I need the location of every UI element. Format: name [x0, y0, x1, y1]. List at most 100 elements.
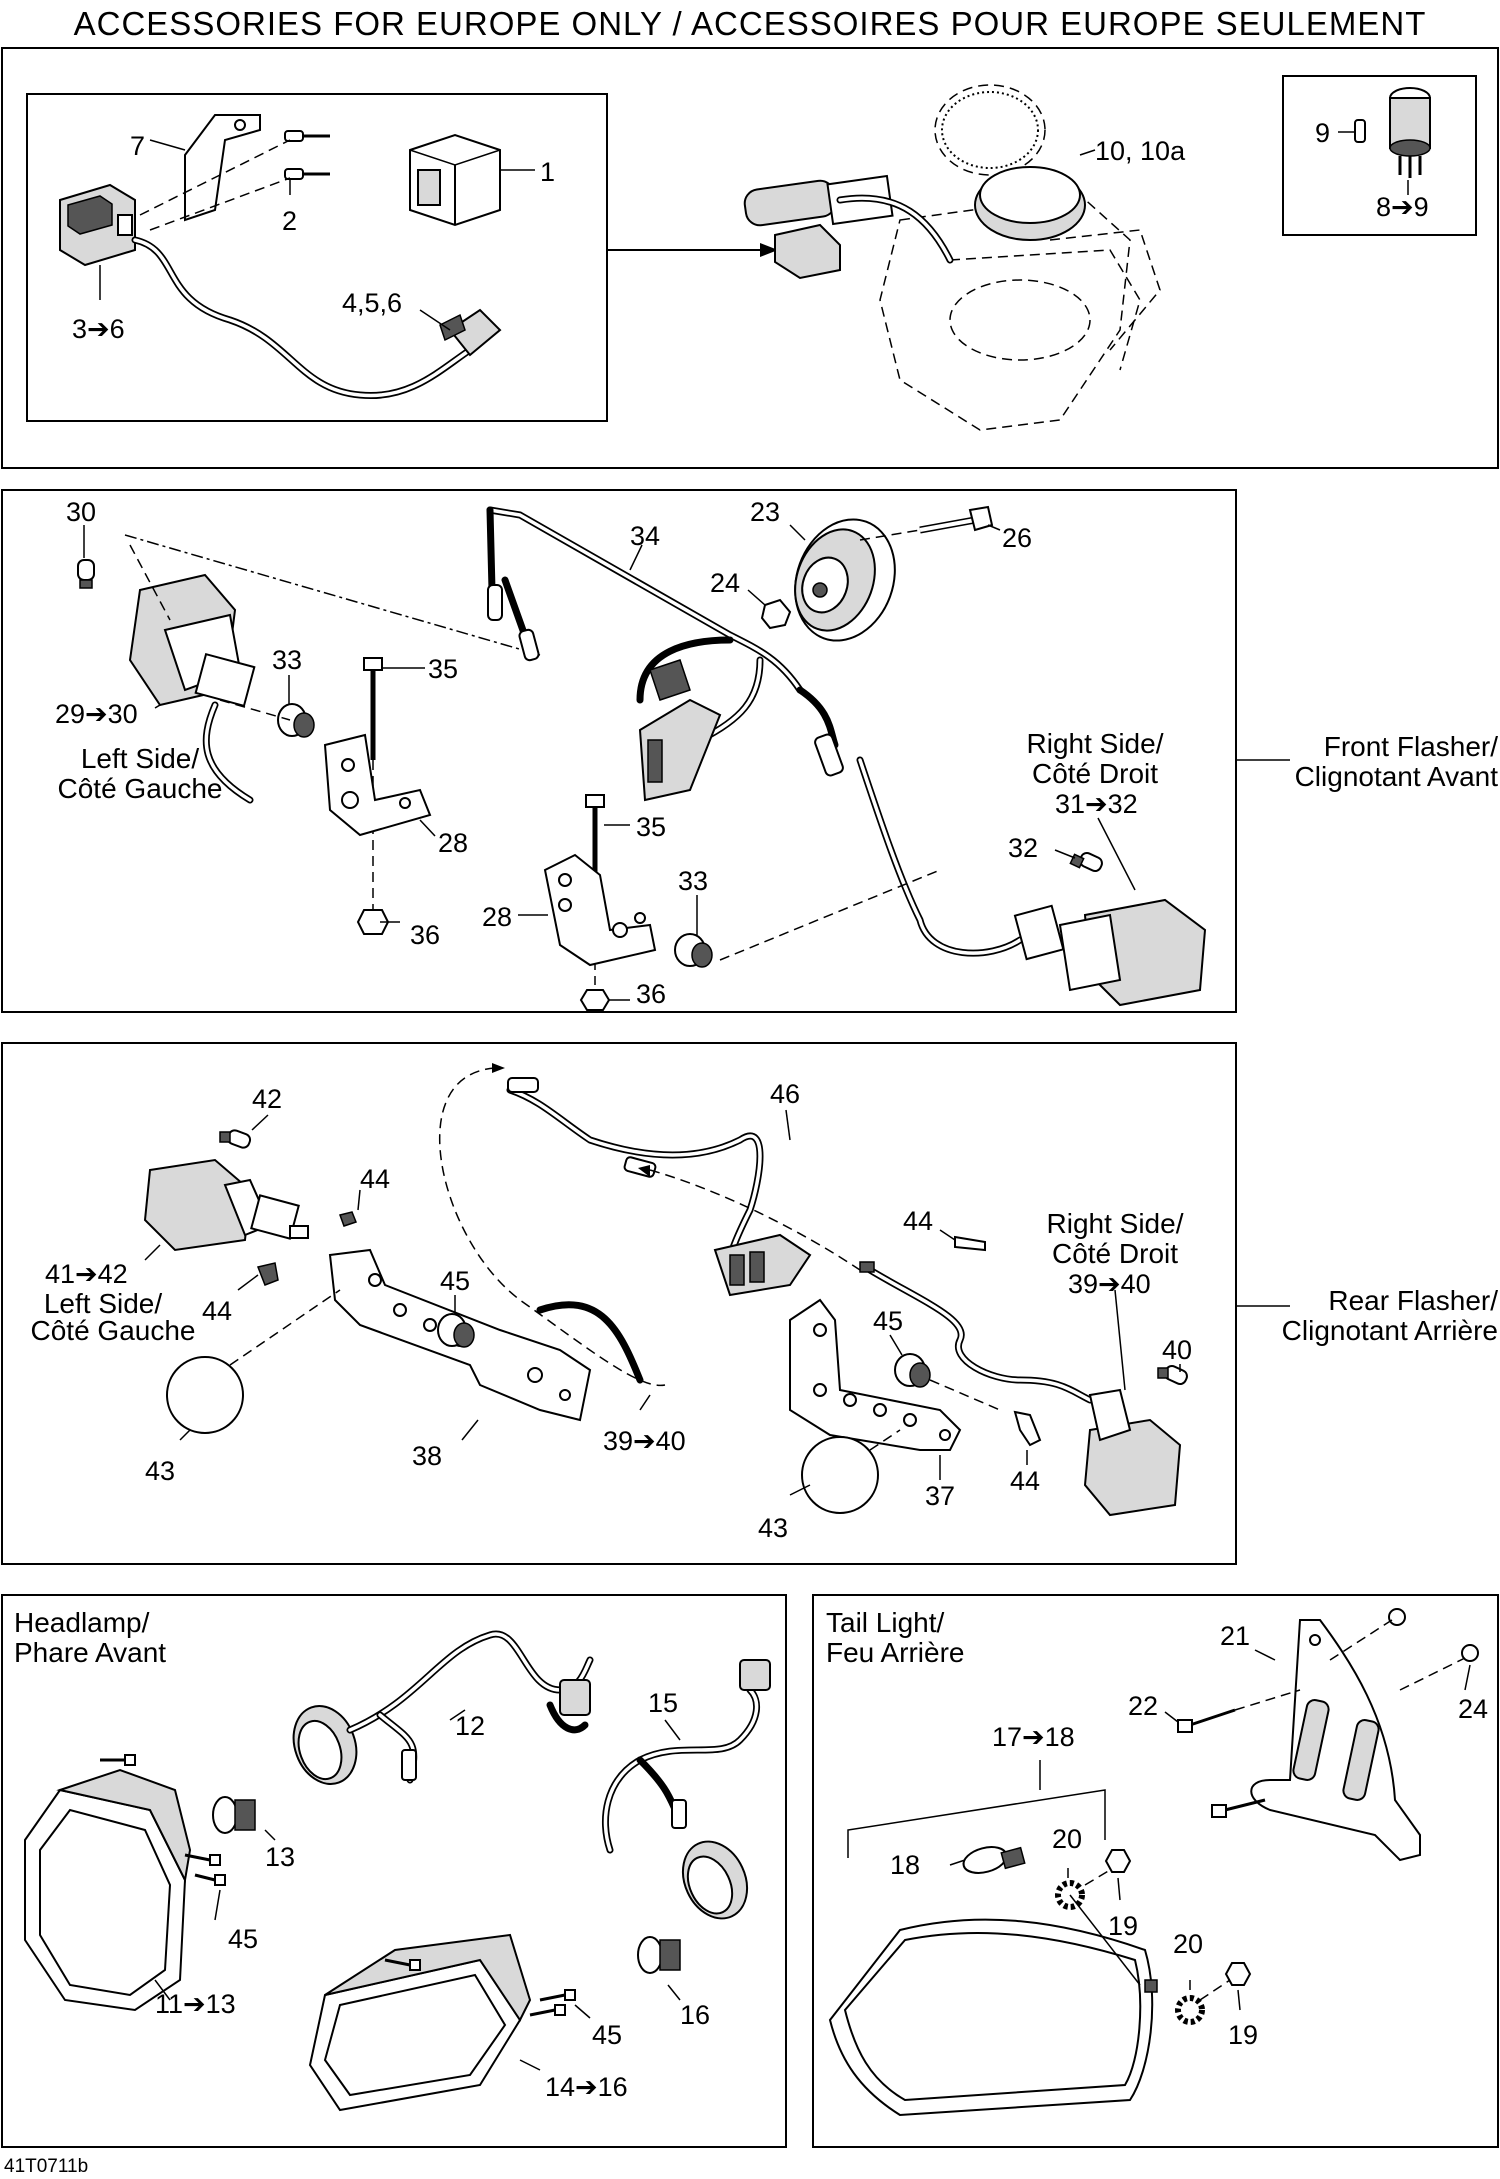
rear-left-lens-cover [166, 1289, 341, 1434]
nut-24 [760, 598, 792, 630]
switch-bracket [184, 114, 261, 222]
label-part-42: 42 [252, 1084, 282, 1114]
bulb-40 [1157, 1364, 1188, 1386]
label-part-38: 38 [412, 1441, 442, 1471]
headlamp-housing-left [24, 1768, 192, 2012]
handlebar-switch [59, 183, 136, 267]
headlamp-socket-right [681, 1840, 749, 1920]
caption-rear-flasher-en: Rear Flasher/ [1328, 1285, 1498, 1316]
license-plate-bracket-21 [1250, 1619, 1421, 1862]
label-part-18: 18 [890, 1850, 920, 1880]
bolt-26 [859, 505, 994, 541]
label-part-45-right: 45 [592, 2020, 622, 2050]
horn [974, 166, 1086, 241]
label-part-35-left: 35 [428, 654, 458, 684]
rear-left-side-en: Left Side/ [44, 1288, 163, 1319]
tail-light-bulb-18 [962, 1846, 1026, 1874]
front-connector [638, 659, 722, 802]
caption-headlamp-en: Headlamp/ [14, 1607, 150, 1638]
handlebar-assembly [743, 84, 1161, 431]
label-part-37: 37 [925, 1481, 955, 1511]
front-left-flasher [128, 573, 256, 804]
label-part-19-top: 19 [1108, 1911, 1138, 1941]
headlamp-harness-15 [601, 1659, 771, 1854]
panel-top: 1 2 7 3➔6 4,5,6 10, 10a 9 8➔9 [1, 47, 1499, 469]
rear-left-clip-44 [256, 1262, 279, 1286]
label-part-13: 13 [265, 1842, 295, 1872]
front-right-side-fr: Côté Droit [1032, 758, 1158, 789]
relay-unit [409, 133, 501, 227]
grommet-left [277, 703, 315, 738]
tail-light-housing [828, 1918, 1158, 2117]
rear-left-flasher [143, 1158, 309, 1252]
rear-right-clip-44-top [954, 1235, 986, 1252]
label-part-16: 16 [680, 2000, 710, 2030]
label-part-36-left: 36 [410, 920, 440, 950]
headlamp-bulb-13 [212, 1796, 256, 1834]
label-part-41-42: 41➔42 [45, 1259, 128, 1289]
label-part-46: 46 [770, 1079, 800, 1109]
label-part-35-right: 35 [636, 812, 666, 842]
bulb-30 [77, 559, 95, 589]
rear-right-grommet [894, 1353, 1001, 1411]
front-right-flasher [1013, 898, 1207, 1007]
front-wire-harness [486, 506, 1024, 957]
panel-rear-flasher: Rear Flasher/ Clignotant Arrière [1, 1042, 1498, 1565]
label-part-36-right: 36 [636, 979, 666, 1009]
panel-top-frame [1, 47, 1499, 469]
label-part-31-32: 31➔32 [1055, 789, 1138, 819]
caption-headlamp-fr: Phare Avant [14, 1637, 166, 1668]
caption-front-flasher-fr: Clignotant Avant [1295, 761, 1499, 792]
switch-wire-harness [131, 236, 502, 400]
caption-front-flasher-en: Front Flasher/ [1324, 731, 1498, 762]
label-part-33-left: 33 [272, 645, 302, 675]
tail-light-nuts [1084, 1849, 1252, 2001]
label-part-26: 26 [1002, 523, 1032, 553]
rear-right-bracket-37 [789, 1298, 962, 1451]
label-part-1: 1 [540, 157, 555, 187]
panel-top-inset [26, 93, 608, 422]
rear-connector [713, 1233, 812, 1297]
rear-right-side-en: Right Side/ [1047, 1208, 1184, 1239]
label-part-24: 24 [710, 568, 740, 598]
panel-headlamp: Headlamp/ Phare Avant [1, 1594, 787, 2148]
rear-left-grommet [437, 1313, 475, 1348]
label-part-8-9: 8➔9 [1376, 192, 1429, 222]
tail-light-gears [1055, 1880, 1205, 2025]
label-part-23: 23 [750, 497, 780, 527]
label-part-20-top: 20 [1052, 1824, 1082, 1854]
bracket-28-left [323, 733, 432, 837]
grommet-right [674, 933, 713, 968]
label-part-7: 7 [130, 131, 145, 161]
label-part-45-left: 45 [440, 1266, 470, 1296]
label-part-44-right-top: 44 [903, 1206, 933, 1236]
headlamp-socket [292, 1705, 358, 1785]
key-switch [1354, 87, 1431, 178]
bulb-32 [1069, 851, 1103, 873]
rear-left-fastener [339, 1211, 357, 1227]
label-part-30: 30 [66, 497, 96, 527]
diagram-code: 41T0711b [4, 2156, 88, 2177]
panel-tail-light: Tail Light/ Feu Arrière [812, 1594, 1499, 2148]
label-part-4-5-6: 4,5,6 [342, 288, 402, 318]
label-part-44-left: 44 [202, 1296, 232, 1326]
panel-front-flasher: Front Flasher/ Clignotant Avant [1, 489, 1499, 1013]
caption-tail-light-en: Tail Light/ [826, 1607, 945, 1638]
panel-headlamp-frame [1, 1594, 787, 2148]
headlamp-screws [100, 1754, 576, 2017]
assembly-line [124, 534, 541, 656]
label-part-2: 2 [282, 206, 297, 236]
label-part-20-bottom: 20 [1173, 1929, 1203, 1959]
nut-36-left [356, 909, 390, 935]
headlamp-housing-right [308, 1933, 532, 2112]
label-part-22: 22 [1128, 1691, 1158, 1721]
nut-36-right [579, 989, 611, 1011]
label-part-43-left: 43 [145, 1456, 175, 1486]
horn-23 [794, 518, 896, 642]
rear-right-lens-cover [801, 1429, 901, 1514]
label-part-3-6: 3➔6 [72, 314, 125, 344]
screws [139, 130, 330, 231]
label-part-19-bottom: 19 [1228, 2020, 1258, 2050]
bulb-42 [219, 1129, 252, 1149]
label-part-29-30: 29➔30 [55, 699, 138, 729]
